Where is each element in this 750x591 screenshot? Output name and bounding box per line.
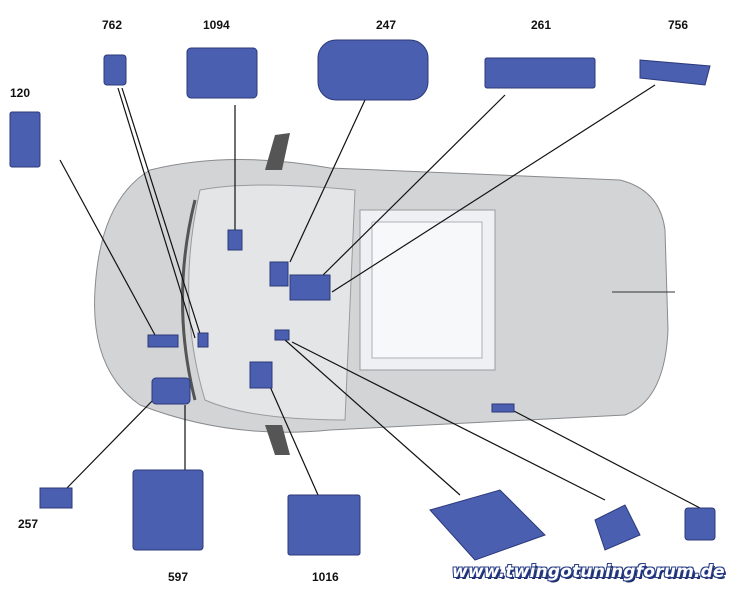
label-756: 756: [668, 18, 689, 32]
part-762: [103, 54, 127, 86]
part-247: [317, 39, 429, 101]
part-120: [9, 111, 41, 168]
label-257: 257: [18, 517, 39, 531]
label-762: 762: [102, 18, 123, 32]
components: [9, 39, 716, 561]
part-bcm: [429, 489, 546, 561]
leader-lines: [59, 84, 701, 509]
part-261: [484, 57, 596, 89]
label-1094: 1094: [203, 18, 230, 32]
label-247: 247: [376, 18, 397, 32]
part-257: [39, 487, 73, 509]
label-597: 597: [168, 570, 189, 584]
part-1016: [287, 494, 361, 556]
part-1094: [186, 47, 258, 99]
label-1016: 1016: [312, 570, 339, 584]
part-switch: [594, 504, 641, 551]
label-120: 120: [10, 86, 31, 100]
part-relay: [684, 507, 716, 541]
part-756: [639, 59, 711, 86]
part-597: [132, 469, 204, 551]
label-261: 261: [531, 18, 552, 32]
watermark: www.twingotuningforum.de: [452, 562, 725, 582]
